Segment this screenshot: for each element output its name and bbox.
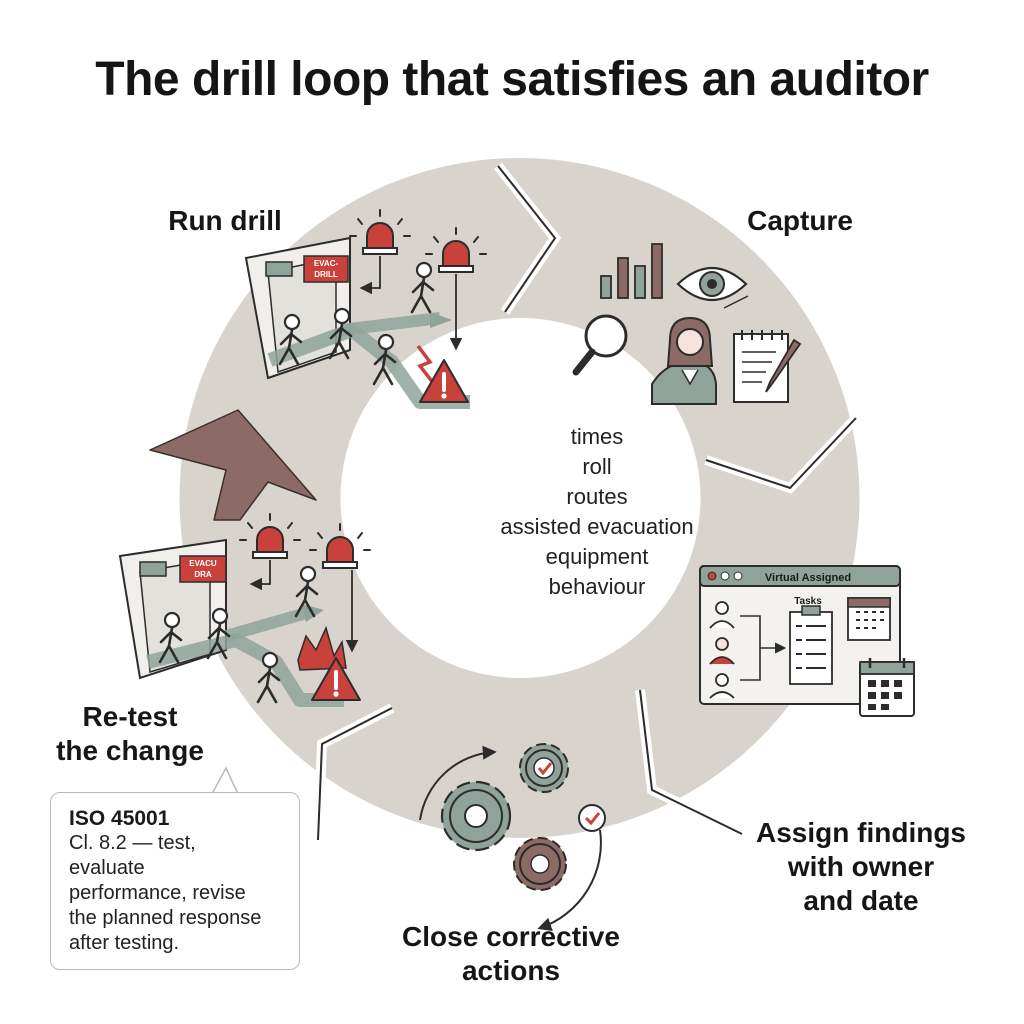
stage-label-assign-findings: Assign findings with owner and date [756,817,966,916]
bar-chart-icon [600,243,663,299]
notepad-icon [733,330,802,403]
stage-label-close-actions: Close corrective actions [402,921,620,986]
tasks-label: Tasks [794,596,822,607]
capture-items-list: times roll routes assisted evacuation eq… [462,422,732,602]
person-icon [651,316,717,405]
retest-scene-icon: EVACU DRA [118,513,371,707]
clipboard-icon [789,605,833,685]
magnifier-icon [572,314,628,376]
capture-item: roll [582,454,612,479]
window-title: Virtual Assigned [765,572,851,584]
callout-tail [211,766,239,795]
stage-label-capture: Capture [747,205,853,236]
eye-icon [676,266,748,302]
callout-standard: ISO 45001 [69,807,170,830]
capture-item: assisted evacuation [500,514,694,539]
capture-item: routes [566,484,628,509]
svg-text:DRA: DRA [194,570,212,579]
callout-text: Cl. 8.2 — test, evaluate performance, re… [69,832,262,954]
svg-text:EVAC-: EVAC- [314,259,339,268]
page-title: The drill loop that satisfies an auditor [95,53,929,106]
task-assignment-window: Virtual Assigned Tasks [699,565,915,717]
calendar-large-icon [859,658,915,717]
calendar-icon [847,597,891,641]
svg-text:DRILL: DRILL [314,270,338,279]
iso-callout: ISO 45001 Cl. 8.2 — test, evaluate perfo… [50,792,300,970]
gears-checkmark-icon [419,743,606,931]
svg-text:EVACU: EVACU [189,559,217,568]
capture-item: behaviour [548,574,646,599]
capture-item: equipment [545,544,649,569]
capture-item: times [570,424,624,449]
assignee-icons [709,601,735,699]
capture-icons [572,243,802,405]
stage-label-run-drill: Run drill [168,205,282,236]
run-drill-scene-icon: EVAC- DRILL [244,209,487,409]
loop-arrow-icon [149,409,317,521]
stage-label-retest: Re-test the change [56,701,204,766]
